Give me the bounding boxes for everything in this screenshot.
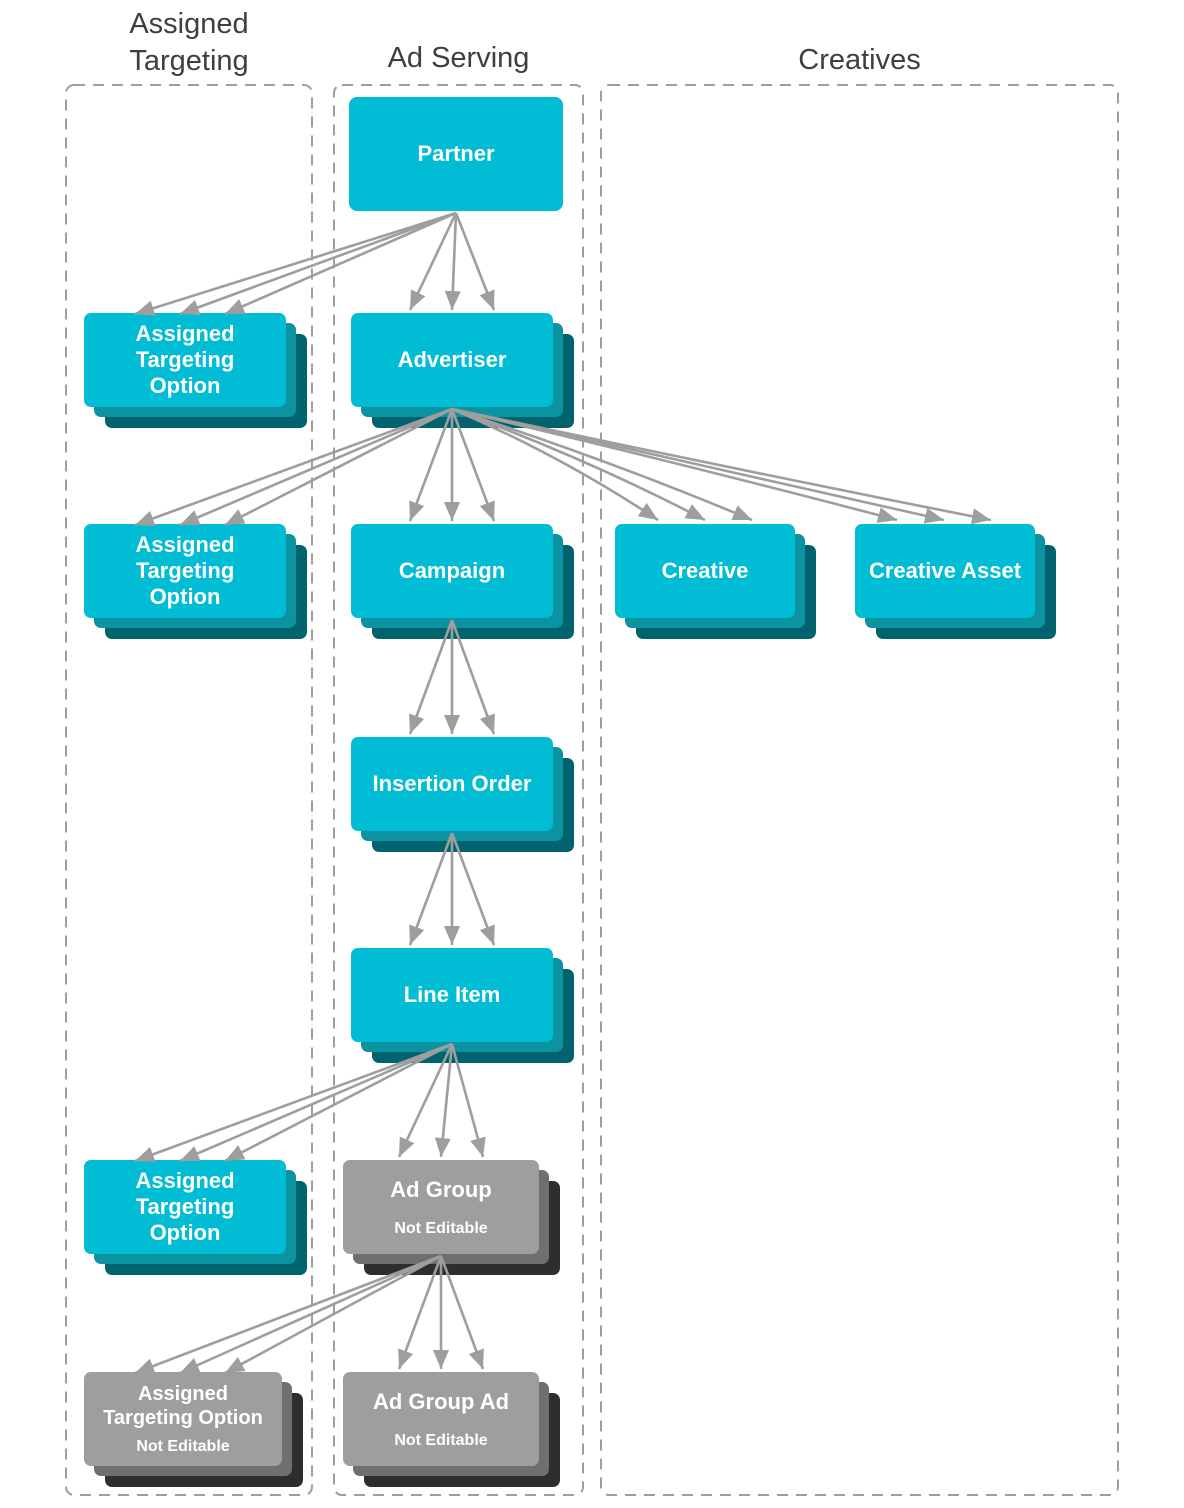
node-line-item-label: Line Item [403,982,501,1007]
column-box-assigned-targeting [65,84,313,1496]
edge-insertion-order-to-line-item [408,832,496,946]
node-assigned-targeting-option-ad-group: Assigned Targeting Option Not Editable [84,1372,282,1466]
edge-line-item-to-ad-group [397,1043,486,1158]
edge-ad-group-to-ad-group-ad [397,1255,485,1370]
edge-line-item-to-assigned-targeting-option [134,1042,453,1163]
node-campaign-label: Campaign [398,558,506,583]
node-ad-group-label: Ad Group [390,1176,492,1202]
node-creative-asset: Creative Asset [855,524,1035,618]
node-creative: Creative [615,524,795,618]
node-advertiser-label: Advertiser [397,347,507,372]
node-assigned-targeting-option-partner-label: Assigned Targeting Option [135,321,235,398]
node-ad-group: Ad Group Not Editable [343,1160,539,1254]
edge-ad-group-to-assigned-targeting-option [134,1254,442,1375]
edge-advertiser-to-assigned-targeting-option [134,407,453,527]
node-advertiser: Advertiser [351,313,553,407]
edge-advertiser-to-campaign [408,408,496,522]
node-ad-group-sublabel: Not Editable [394,1219,488,1237]
node-insertion-order-label: Insertion Order [372,771,532,796]
edge-partner-to-advertiser [408,212,496,311]
node-assigned-targeting-option-advertiser-label: Assigned Targeting Option [135,532,235,609]
edge-advertiser-to-creative-asset [451,407,992,525]
node-line-item: Line Item [351,948,553,1042]
column-title-assigned-targeting: Assigned Targeting [129,8,249,77]
node-partner: Partner [349,97,563,211]
column-title-ad-serving: Ad Serving [387,42,530,74]
node-ad-group-ad-sublabel: Not Editable [394,1431,488,1449]
edge-campaign-to-insertion-order [408,619,496,735]
node-ad-group-ad: Ad Group Ad Not Editable [343,1372,539,1466]
node-assigned-targeting-option-ad-group-label: Assigned Targeting Option [103,1383,263,1429]
column-title-creatives: Creatives [798,44,921,76]
edge-advertiser-to-creative [451,407,753,522]
node-partner-label: Partner [417,141,495,166]
node-assigned-targeting-option-partner: Assigned Targeting Option [84,313,286,407]
node-insertion-order: Insertion Order [351,737,553,831]
edge-partner-to-assigned-targeting-option [134,211,457,316]
node-ad-group-ad-label: Ad Group Ad [372,1388,510,1414]
node-assigned-targeting-option-line-item-label: Assigned Targeting Option [135,1168,235,1245]
node-assigned-targeting-option-ad-group-sublabel: Not Editable [136,1438,230,1455]
column-box-creatives [600,84,1119,1496]
node-creative-label: Creative [661,558,749,583]
node-creative-asset-label: Creative Asset [868,558,1022,583]
node-assigned-targeting-option-advertiser: Assigned Targeting Option [84,524,286,618]
node-assigned-targeting-option-line-item: Assigned Targeting Option [84,1160,286,1254]
node-campaign: Campaign [351,524,553,618]
